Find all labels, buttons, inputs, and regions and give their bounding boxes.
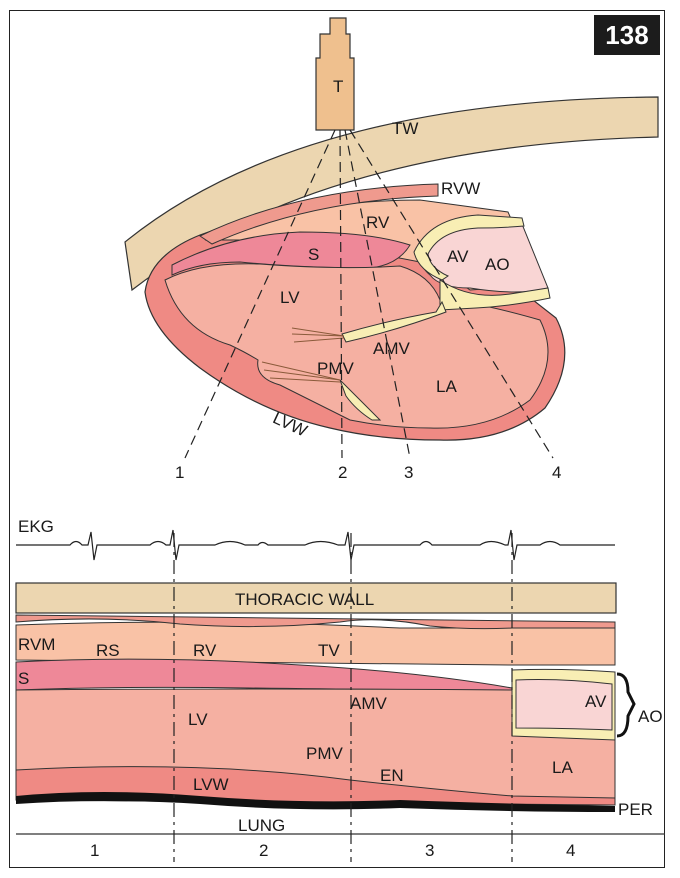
ekg-trace (16, 529, 615, 561)
label-pmv: PMV (317, 359, 355, 378)
label-en: EN (380, 766, 404, 785)
aortic-posterior-wall (439, 279, 551, 311)
position-label: 2 (259, 841, 268, 860)
label-av-mmode: AV (585, 692, 607, 711)
beam-label: 1 (175, 463, 184, 482)
ao-brace (616, 672, 636, 738)
position-label: 3 (425, 841, 434, 860)
label-amv: AMV (373, 339, 411, 358)
label-av: AV (447, 247, 469, 266)
beam-label: 3 (404, 463, 413, 482)
chordae (261, 327, 345, 383)
posterior-mitral-leaflet (339, 379, 382, 421)
label-tw: TW (392, 119, 418, 138)
label-ao: AO (485, 255, 510, 274)
mmode-thoracic-wall (15, 582, 617, 614)
label-lv-mmode: LV (188, 710, 208, 729)
position-dividers (173, 533, 513, 862)
label-per: PER (618, 800, 653, 819)
label-lv: LV (280, 288, 300, 307)
transducer (315, 17, 355, 131)
label-s-mmode: S (18, 669, 29, 688)
label-rvw: RVW (441, 179, 480, 198)
ultrasound-beams (184, 129, 554, 459)
beam-label: 4 (552, 463, 561, 482)
mmode-pericardium (16, 792, 615, 812)
septum (171, 231, 411, 276)
beam-label: 2 (338, 463, 347, 482)
figure-number-badge: 138 (594, 15, 660, 55)
position-label: 1 (90, 841, 99, 860)
label-rvm: RVM (18, 635, 55, 654)
label-la: LA (436, 377, 457, 396)
aortic-wall (413, 214, 525, 281)
mmode-strip: EKG THORACIC WALL RVM RS RV TV S LS LV A… (15, 517, 665, 862)
label-pmv-mmode: PMV (306, 744, 344, 763)
label-transducer: T (333, 77, 343, 96)
label-ekg: EKG (18, 517, 54, 536)
label-rs: RS (96, 641, 120, 660)
heart-section: T TW RVW RV S LV LA AV AO AMV PMV (124, 17, 659, 482)
rv-wall (198, 183, 439, 245)
label-tv: TV (318, 641, 340, 660)
label-thoracic-wall: THORACIC WALL (235, 590, 374, 609)
position-label: 4 (566, 841, 575, 860)
label-rv: RV (366, 213, 390, 232)
label-la-mmode: LA (552, 758, 573, 777)
label-lung: LUNG (238, 816, 285, 835)
label-rv-mmode: RV (193, 641, 217, 660)
label-s: S (308, 245, 319, 264)
mmode-aorta-lumen (515, 679, 613, 731)
anterior-mitral-leaflet (341, 300, 447, 343)
label-amv: AMV (350, 694, 388, 713)
mmode-rvm (15, 614, 616, 630)
label-lvw-mmode: LVW (193, 775, 229, 794)
label-ao-mmode: AO (638, 707, 663, 726)
figure-frame (9, 10, 665, 868)
